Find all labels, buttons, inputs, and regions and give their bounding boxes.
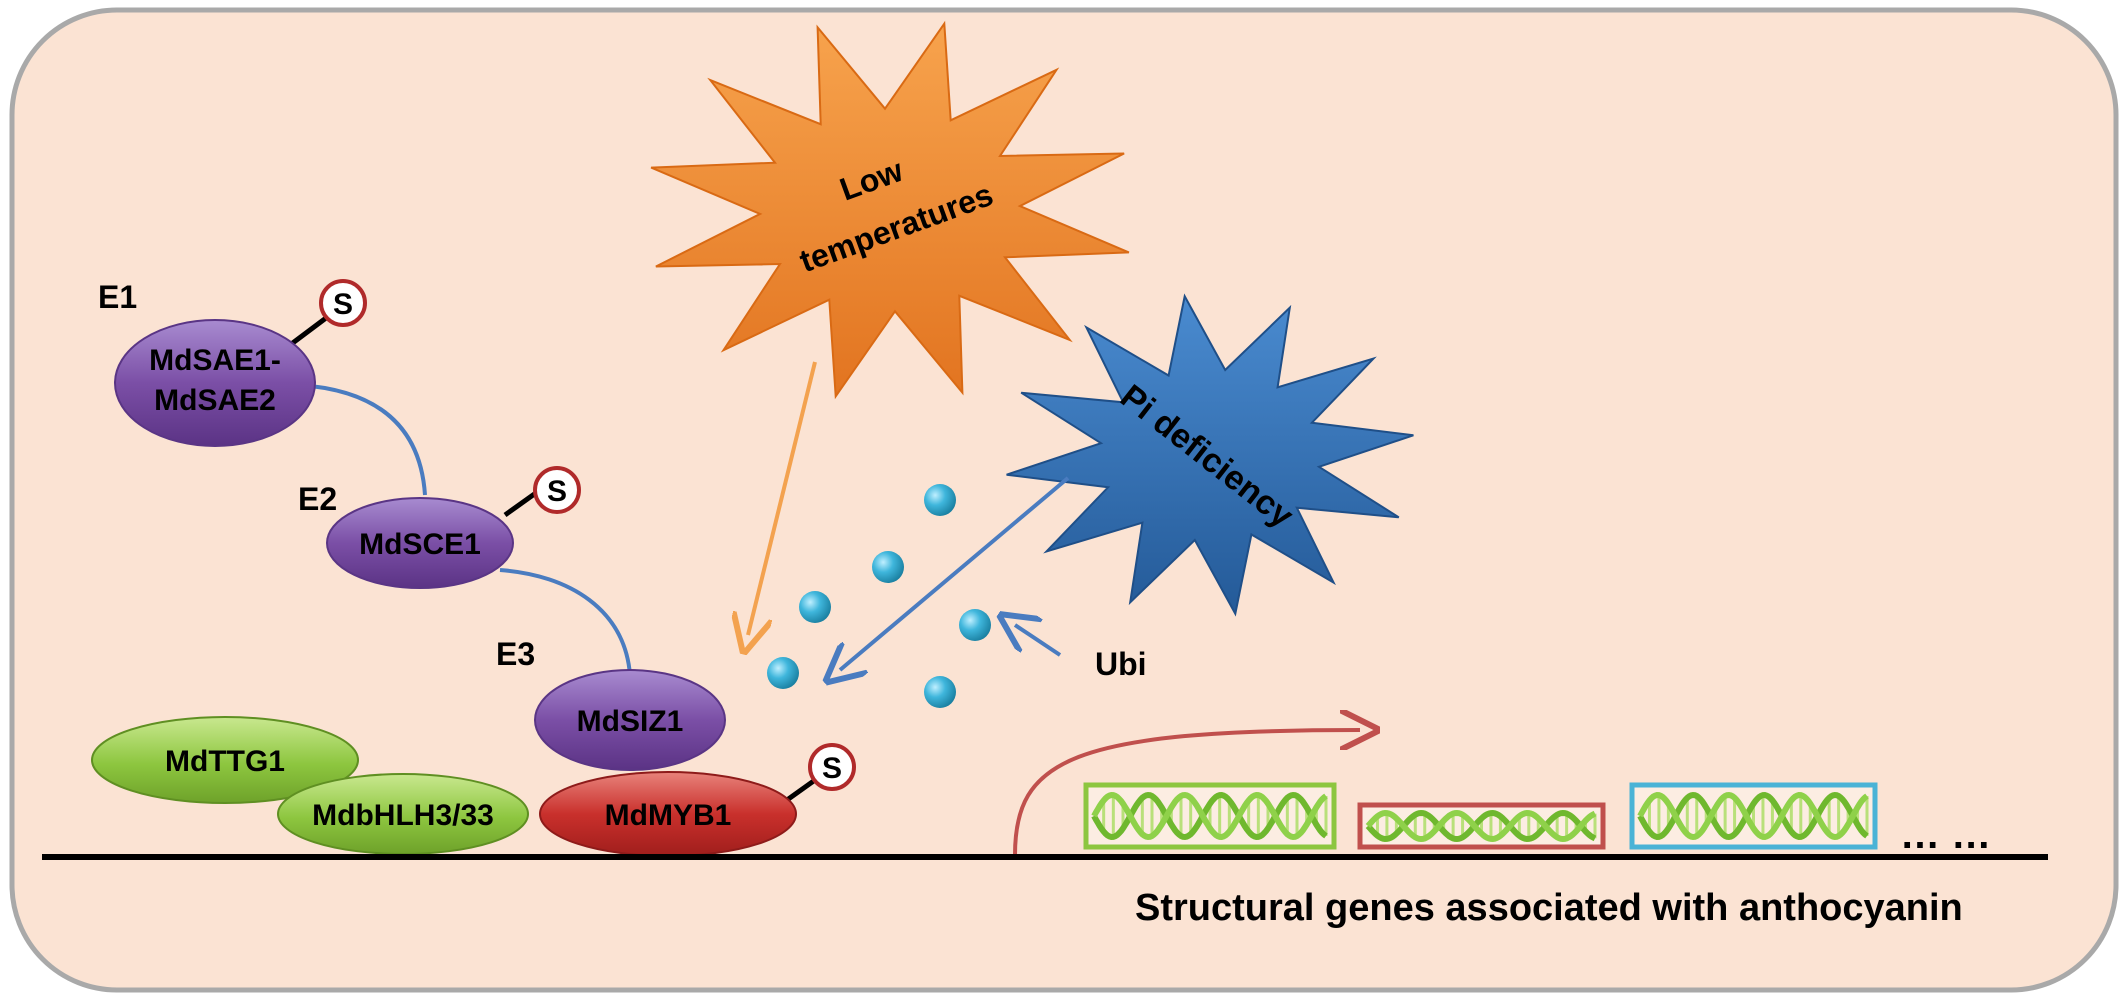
- bhlh-name: MdbHLH3/33: [312, 799, 494, 832]
- e2-e3-connector: [499, 568, 632, 676]
- myb1-sumo-tag-icon: S: [808, 743, 856, 791]
- e2-name: MdSCE1: [359, 528, 481, 561]
- transcription-arrow: [1013, 730, 1360, 856]
- ubiquitin-bead-icon: [924, 484, 956, 516]
- dna-helix-icon: [1091, 791, 1328, 841]
- e1-sumo-tag-icon: S: [319, 279, 367, 327]
- e1-sumo-tag-label: S: [333, 288, 353, 321]
- myb1-protein: MdMYB1: [539, 771, 797, 857]
- ubi-pointer-arrow: [1015, 625, 1062, 657]
- e1-name-line1: MdSAE1-: [149, 344, 281, 377]
- dna-helix-icon: [1637, 791, 1869, 841]
- myb1-sumo-tag-label: S: [822, 752, 842, 785]
- ubiquitin-bead-icon: [924, 676, 956, 708]
- background-panel: [9, 7, 2119, 993]
- low-temperature-arrow: [748, 361, 817, 635]
- pi-deficiency-arrow: [840, 476, 1070, 670]
- e3-label: E3: [496, 636, 535, 672]
- ubiquitin-bead-icon: [959, 609, 991, 641]
- ttg1-protein: MdTTG1: [91, 716, 359, 804]
- e3-enzyme: MdSIZ1: [534, 669, 726, 771]
- dna-strand: [1637, 791, 1869, 841]
- pi-deficiency-starburst-icon: Pi deficiency: [1006, 293, 1414, 617]
- e1-enzyme: MdSAE1- MdSAE2: [114, 319, 316, 447]
- gene-box-2: [1357, 802, 1606, 850]
- ttg1-name: MdTTG1: [165, 745, 285, 778]
- myb1-name: MdMYB1: [605, 799, 732, 832]
- e2-sumo-tag-icon: S: [533, 466, 581, 514]
- e2-sumo-tag-label: S: [547, 475, 567, 508]
- e1-sumo-stem: [288, 313, 332, 347]
- dna-strand: [1365, 809, 1597, 843]
- e3-name: MdSIZ1: [577, 705, 684, 738]
- e2-enzyme: MdSCE1: [326, 497, 514, 589]
- more-genes-ellipsis: … …: [1900, 813, 1991, 857]
- dna-helix-icon: [1365, 809, 1597, 843]
- dna-strand: [1091, 791, 1328, 841]
- dna-strand: [1365, 809, 1597, 843]
- ubiquitin-bead-icon: [767, 657, 799, 689]
- ubiquitin-bead-icon: [799, 591, 831, 623]
- dna-strand: [1637, 791, 1869, 841]
- dna-strand: [1091, 791, 1328, 841]
- bhlh-protein: MdbHLH3/33: [277, 773, 529, 855]
- ubi-label: Ubi: [1095, 646, 1147, 682]
- gene-box-3: [1629, 782, 1878, 850]
- e2-label: E2: [298, 481, 337, 517]
- ubiquitin-bead-icon: [872, 551, 904, 583]
- gene-box-1: [1083, 782, 1337, 850]
- ubiquitin-beads: [767, 484, 991, 708]
- e1-name-line2: MdSAE2: [154, 384, 276, 417]
- e1-label: E1: [98, 279, 137, 315]
- low-temperatures-starburst-icon: Low temperatures: [650, 20, 1130, 400]
- e1-e2-connector: [299, 383, 427, 496]
- genes-caption: Structural genes associated with anthocy…: [1135, 887, 1963, 929]
